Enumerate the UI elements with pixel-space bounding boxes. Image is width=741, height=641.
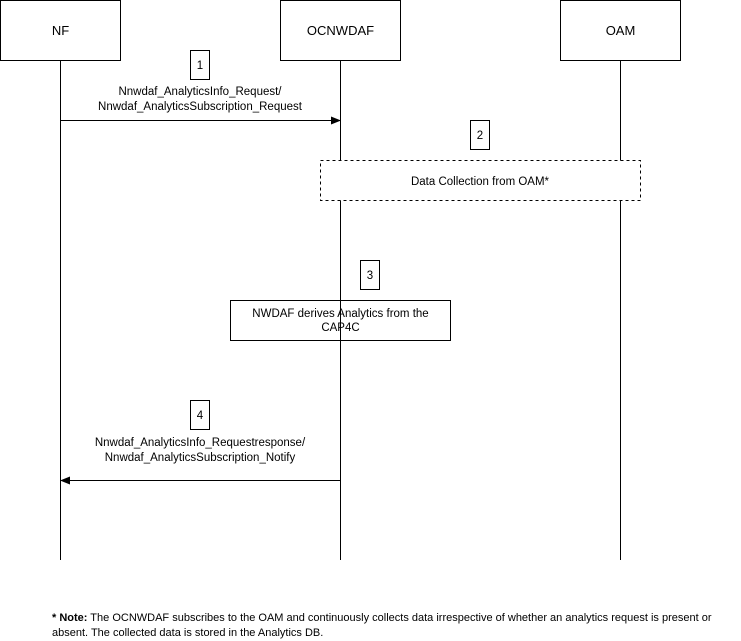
step-3-number-box	[360, 260, 380, 290]
step-4-number: 4	[197, 410, 204, 422]
step-4-message-line2: Nnwdaf_AnalyticsSubscription_Notify	[105, 452, 296, 464]
footnote-text: The OCNWDAF subscribes to the OAM and co…	[52, 612, 712, 639]
step-1: 1 Nnwdaf_AnalyticsInfo_Request/ Nnwdaf_A…	[61, 50, 341, 125]
step-1-message-line2: Nnwdaf_AnalyticsSubscription_Request	[98, 101, 303, 113]
participant-nf-label: NF	[52, 23, 69, 38]
data-collection-box	[320, 160, 641, 201]
participant-nf: NF	[0, 0, 121, 61]
step-3: 3 NWDAF derives Analytics from the CAP4C	[230, 260, 451, 341]
step-2: 2 Data Collection from OAM*	[320, 120, 641, 201]
participant-oam: OAM	[560, 0, 681, 61]
derive-analytics-line2: CAP4C	[321, 322, 359, 334]
derive-analytics-line1: NWDAF derives Analytics from the	[252, 308, 428, 320]
step-4: 4 Nnwdaf_AnalyticsInfo_Requestresponse/ …	[60, 400, 340, 485]
participant-oam-label: OAM	[606, 23, 636, 38]
data-collection-label: Data Collection from OAM*	[411, 176, 550, 188]
step-3-number: 3	[367, 270, 373, 282]
footnote: * Note: The OCNWDAF subscribes to the OA…	[52, 611, 732, 641]
footnote-prefix: * Note:	[52, 612, 88, 624]
participant-ocnwdaf: OCNWDAF	[280, 0, 401, 61]
step-1-number: 1	[197, 60, 203, 72]
step-2-number: 2	[477, 130, 483, 142]
step-4-number-box	[190, 400, 210, 430]
step-1-number-box	[190, 50, 210, 80]
step-1-message-line1: Nnwdaf_AnalyticsInfo_Request/	[118, 86, 282, 98]
step-4-message-line1: Nnwdaf_AnalyticsInfo_Requestresponse/	[95, 437, 306, 449]
participant-ocnwdaf-label: OCNWDAF	[307, 23, 374, 38]
step-2-number-box	[470, 120, 490, 150]
